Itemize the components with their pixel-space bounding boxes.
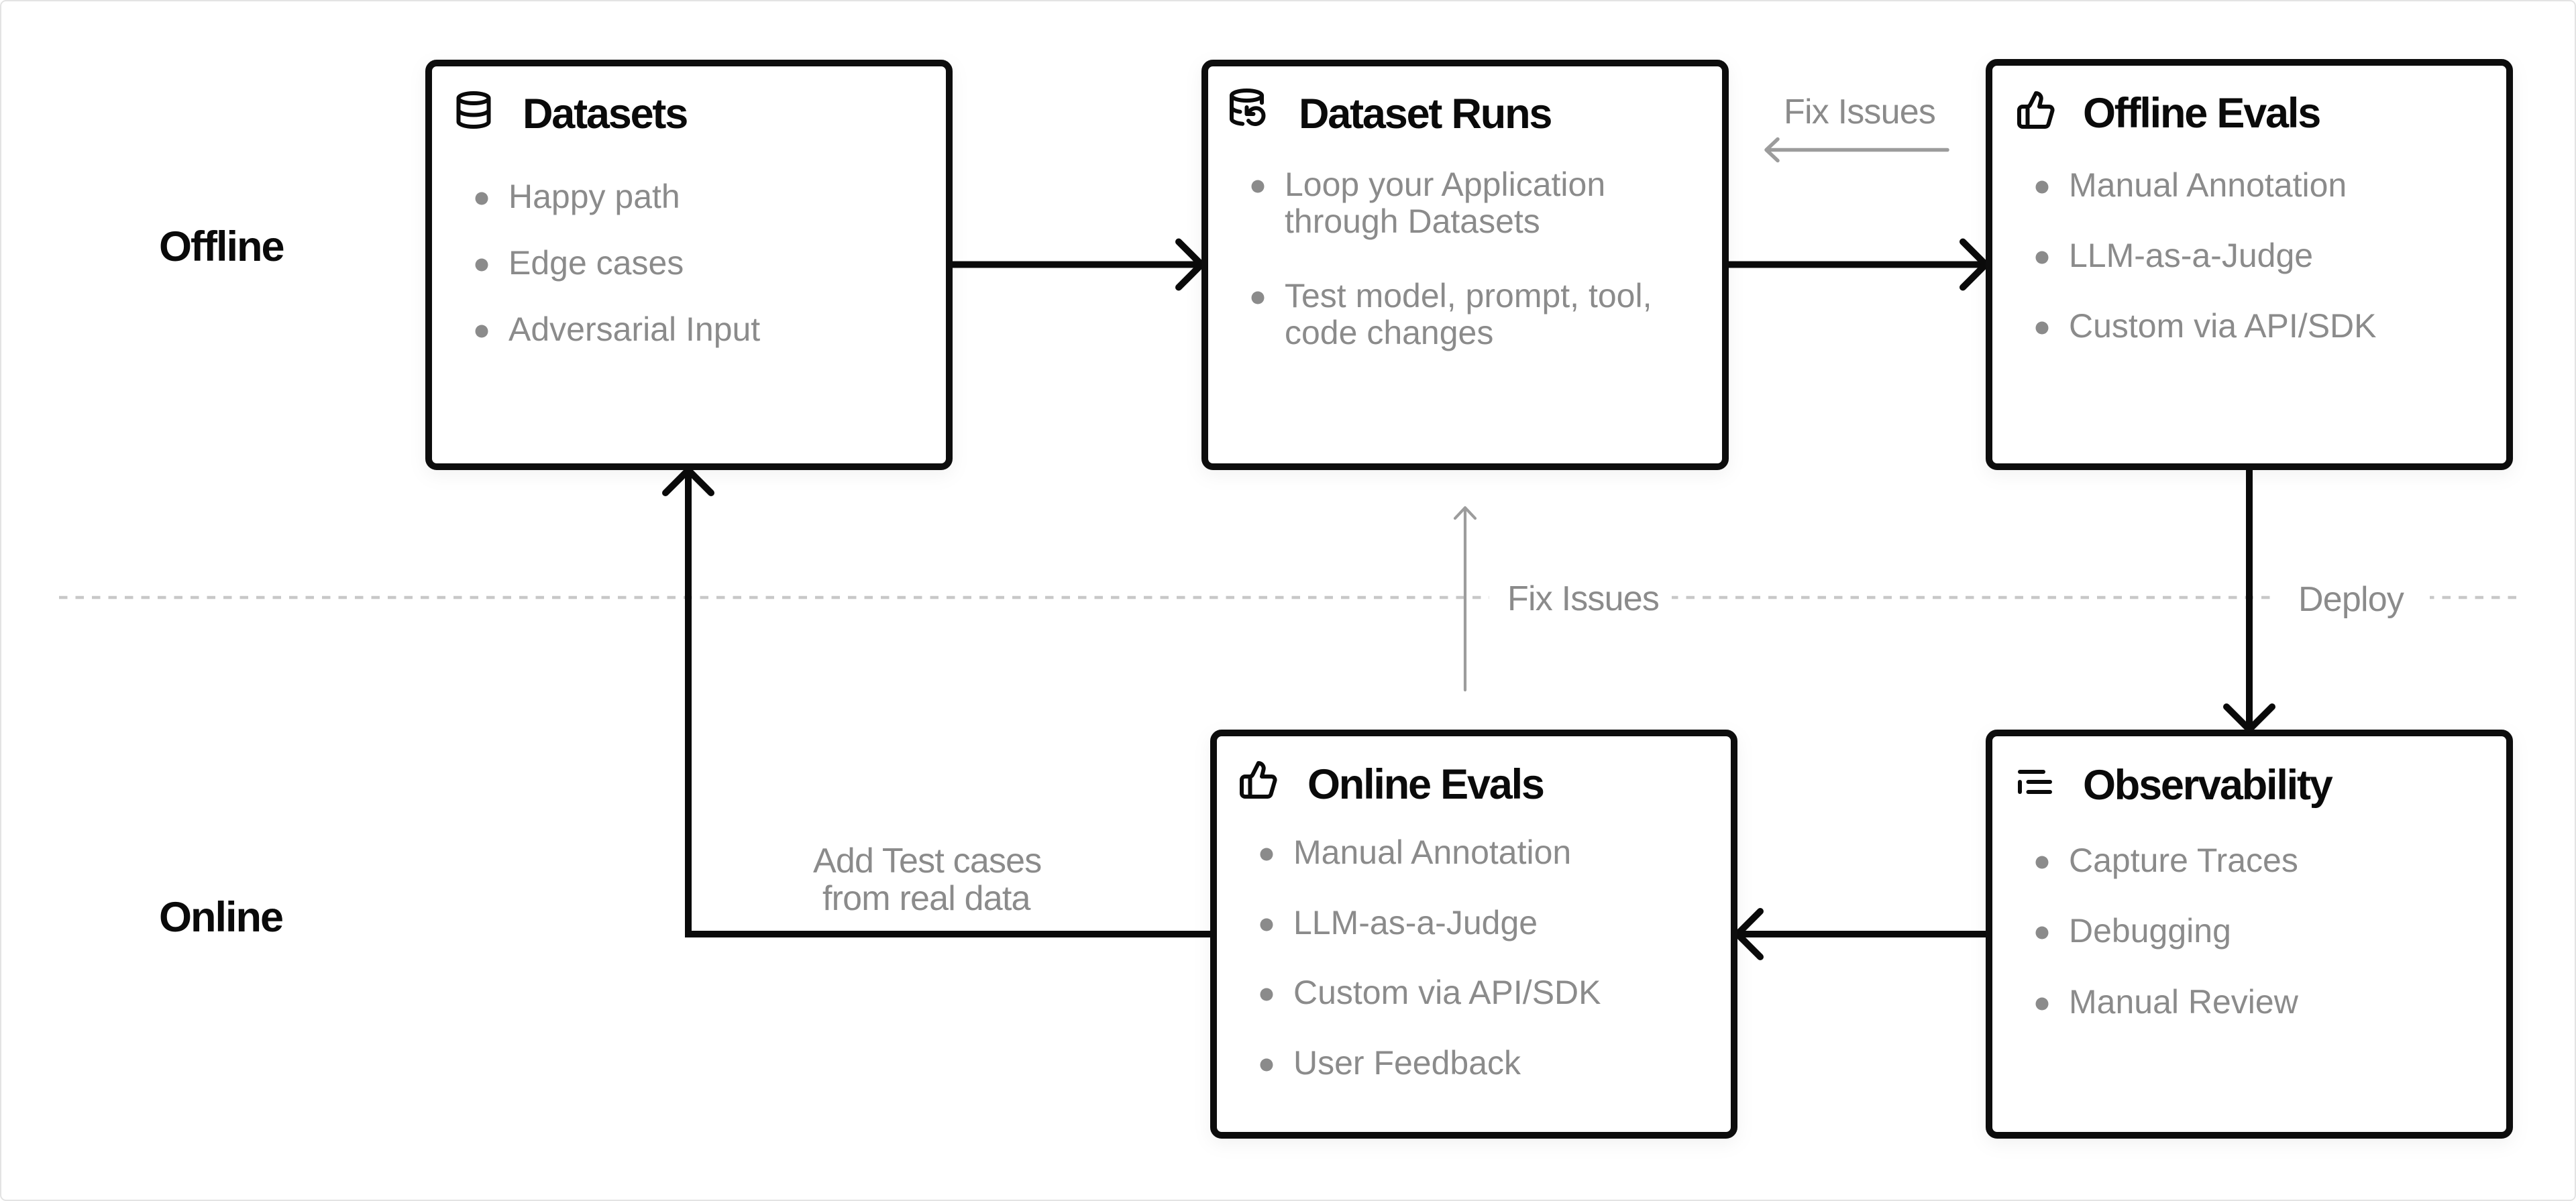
svg-text:Offline Evals: Offline Evals xyxy=(2083,90,2320,137)
svg-text:Edge cases: Edge cases xyxy=(508,244,684,282)
svg-text:Deploy: Deploy xyxy=(2298,580,2404,619)
svg-text:code changes: code changes xyxy=(1285,314,1493,351)
svg-text:Observability: Observability xyxy=(2083,762,2333,809)
svg-text:Fix Issues: Fix Issues xyxy=(1507,579,1659,618)
svg-text:Datasets: Datasets xyxy=(523,91,687,137)
svg-text:Happy path: Happy path xyxy=(508,178,680,215)
svg-text:Fix Issues: Fix Issues xyxy=(1784,93,1935,131)
svg-text:User Feedback: User Feedback xyxy=(1293,1044,1521,1082)
svg-text:Capture Traces: Capture Traces xyxy=(2069,842,2298,879)
svg-text:LLM-as-a-Judge: LLM-as-a-Judge xyxy=(1293,904,1538,941)
svg-text:Manual Annotation: Manual Annotation xyxy=(2069,166,2347,204)
svg-text:Debugging: Debugging xyxy=(2069,912,2231,950)
svg-text:Custom via API/SDK: Custom via API/SDK xyxy=(1293,974,1601,1011)
svg-text:Online Evals: Online Evals xyxy=(1307,761,1544,808)
svg-text:Custom via API/SDK: Custom via API/SDK xyxy=(2069,307,2377,345)
svg-text:Test model, prompt, tool,: Test model, prompt, tool, xyxy=(1285,277,1652,314)
svg-text:Add Test cases: Add Test cases xyxy=(813,842,1042,880)
svg-text:from real data: from real data xyxy=(822,879,1030,918)
svg-text:LLM-as-a-Judge: LLM-as-a-Judge xyxy=(2069,237,2313,274)
svg-text:Dataset Runs: Dataset Runs xyxy=(1299,91,1551,137)
svg-text:Offline: Offline xyxy=(159,223,284,270)
svg-text:through Datasets: through Datasets xyxy=(1285,203,1540,240)
svg-text:Adversarial Input: Adversarial Input xyxy=(508,310,760,348)
svg-text:Loop your Application: Loop your Application xyxy=(1285,166,1605,203)
svg-text:Manual Review: Manual Review xyxy=(2069,983,2299,1021)
svg-text:Manual Annotation: Manual Annotation xyxy=(1293,834,1571,871)
svg-text:Online: Online xyxy=(159,894,282,941)
